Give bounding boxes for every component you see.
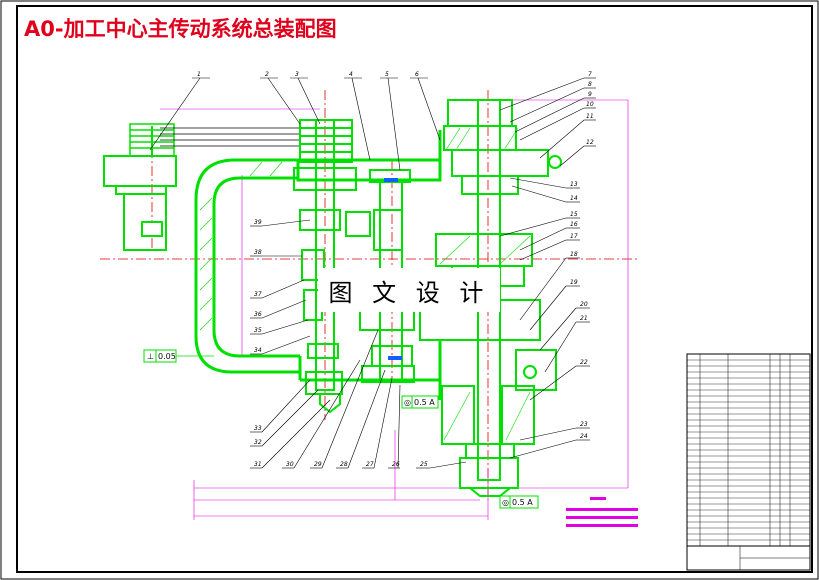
drawing-title: A0-加工中心主传动系统总装配图 bbox=[24, 17, 337, 41]
balloon-15: 15 bbox=[570, 211, 578, 218]
balloon-36: 36 bbox=[254, 311, 262, 318]
balloon-33: 33 bbox=[254, 425, 262, 432]
balloon-5: 5 bbox=[385, 71, 389, 78]
balloon-26: 26 bbox=[392, 461, 400, 468]
balloon-10: 10 bbox=[586, 101, 594, 108]
balloon-24: 24 bbox=[580, 433, 588, 440]
balloon-39: 39 bbox=[254, 219, 262, 226]
balloon-20: 20 bbox=[580, 301, 588, 308]
motor bbox=[103, 126, 177, 251]
balloon-14: 14 bbox=[570, 195, 578, 202]
balloon-13: 13 bbox=[570, 181, 578, 188]
tolerance-runout-upper: ◎ 0.5 A bbox=[401, 395, 439, 409]
motor-pulley bbox=[129, 123, 175, 157]
balloon-19: 19 bbox=[570, 279, 578, 286]
leader-lines-top bbox=[149, 77, 441, 171]
perpendicularity-value: 0.05 bbox=[158, 352, 176, 361]
tolerance-perpendicularity: ⊥ 0.05 bbox=[143, 349, 214, 363]
housing-hatch bbox=[199, 161, 283, 331]
dimension-notes bbox=[566, 497, 638, 527]
leader-lines-left bbox=[250, 219, 401, 469]
balloon-25: 25 bbox=[420, 461, 428, 468]
watermark-text: 图 文 设 计 bbox=[328, 278, 490, 307]
balloon-38: 38 bbox=[254, 249, 262, 256]
balloon-28: 28 bbox=[340, 461, 348, 468]
balloon-12: 12 bbox=[586, 139, 594, 146]
balloon-27: 27 bbox=[366, 461, 374, 468]
runout-lower-value: 0.5 A bbox=[512, 498, 533, 507]
balloon-21: 21 bbox=[580, 315, 588, 322]
balloon-35: 35 bbox=[254, 327, 262, 334]
balloon-11: 11 bbox=[586, 113, 594, 120]
balloon-8: 8 bbox=[588, 81, 592, 88]
balloon-32: 32 bbox=[254, 439, 262, 446]
balloon-3: 3 bbox=[295, 71, 299, 78]
balloon-6: 6 bbox=[415, 71, 419, 78]
balloon-18: 18 bbox=[570, 251, 578, 258]
balloon-16: 16 bbox=[570, 221, 578, 228]
balloon-1: 1 bbox=[197, 71, 201, 78]
title-block bbox=[686, 353, 811, 571]
bom-rows bbox=[687, 359, 810, 541]
balloon-7: 7 bbox=[588, 71, 592, 78]
balloon-37: 37 bbox=[254, 291, 262, 298]
balloon-34: 34 bbox=[254, 347, 262, 354]
balloon-9: 9 bbox=[588, 91, 592, 98]
inner-frame bbox=[16, 5, 813, 573]
leader-lines-right bbox=[416, 77, 596, 469]
balloon-4: 4 bbox=[349, 71, 353, 78]
runout-upper-value: 0.5 A bbox=[414, 398, 435, 407]
balloon-29: 29 bbox=[314, 461, 322, 468]
belt-lines bbox=[160, 127, 300, 147]
balloon-22: 22 bbox=[580, 359, 588, 366]
tolerance-runout-lower: ◎ 0.5 A bbox=[499, 495, 539, 509]
balloon-17: 17 bbox=[570, 233, 578, 240]
balloon-31: 31 bbox=[254, 461, 262, 468]
svg-text:◎: ◎ bbox=[502, 498, 509, 507]
balloon-30: 30 bbox=[286, 461, 294, 468]
balloon-2: 2 bbox=[265, 71, 269, 78]
svg-text:⊥: ⊥ bbox=[147, 352, 154, 361]
balloon-23: 23 bbox=[580, 421, 588, 428]
watermark: 图 文 设 计 bbox=[318, 268, 500, 312]
balloon-numbers: 1 2 3 4 5 6 7 8 9 10 11 12 13 14 15 16 1… bbox=[197, 71, 594, 468]
svg-text:◎: ◎ bbox=[404, 398, 411, 407]
housing bbox=[194, 130, 442, 400]
